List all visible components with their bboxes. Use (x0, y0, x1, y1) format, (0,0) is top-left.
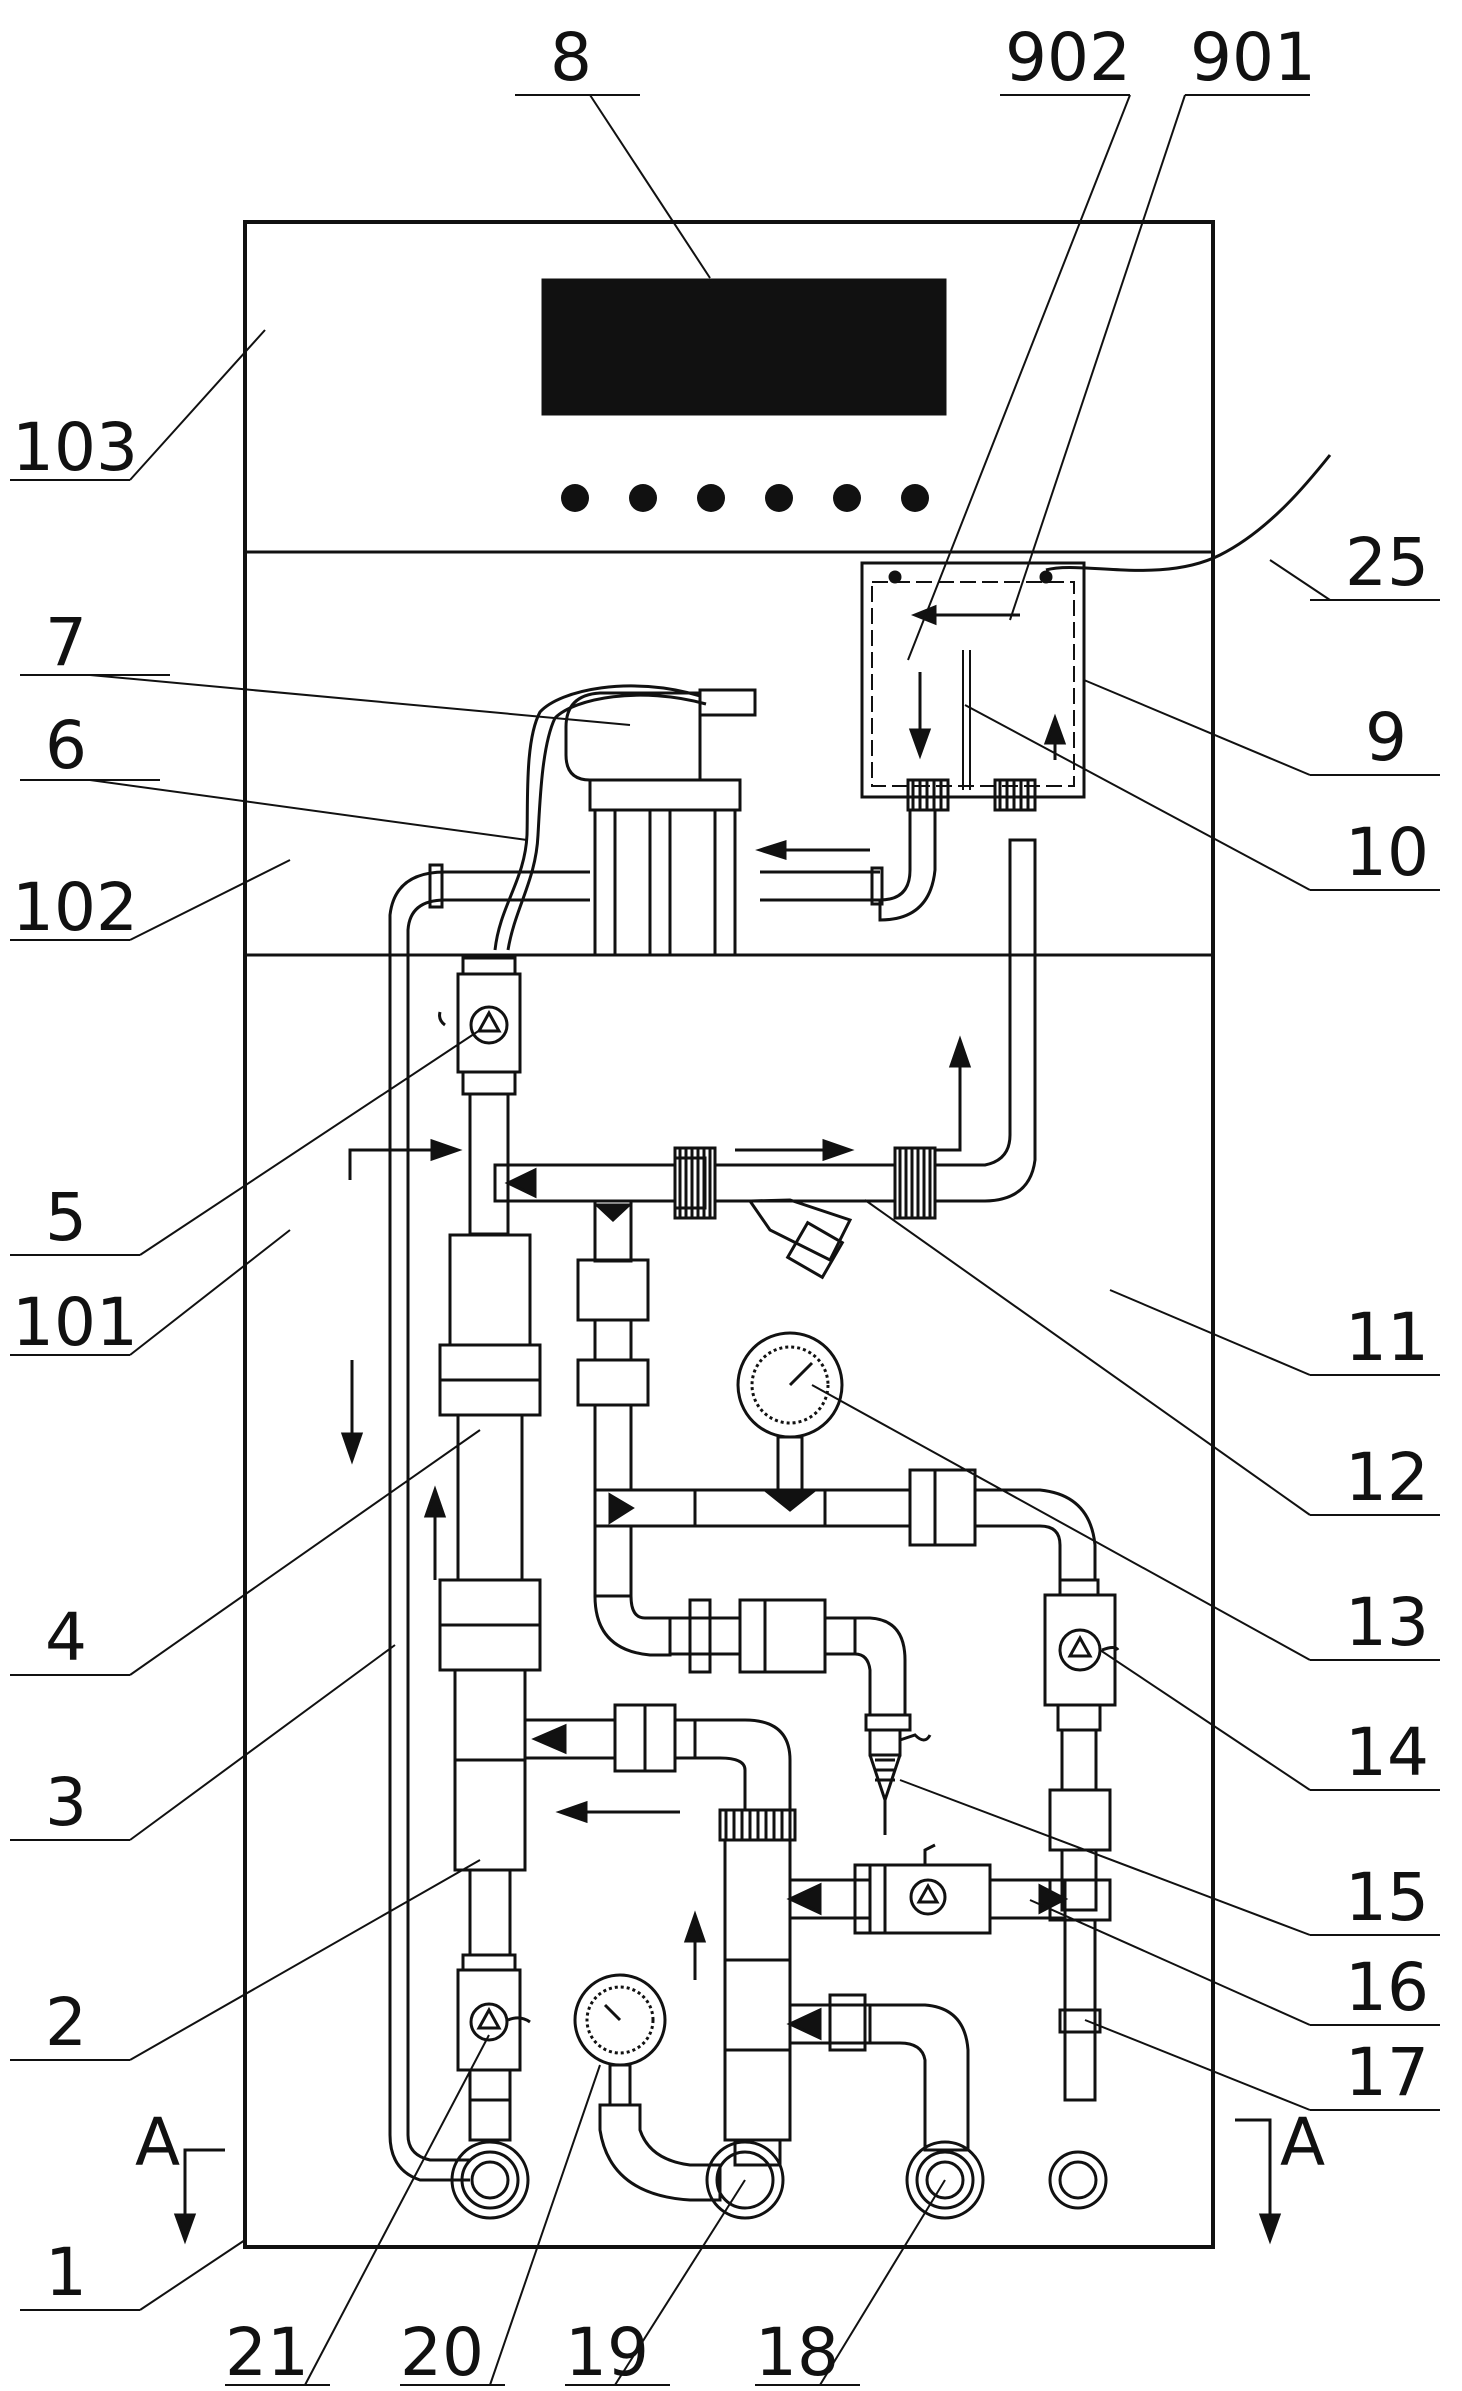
pipe-to-outlet-18 (786, 1993, 970, 2152)
label-5: 5 (45, 1179, 87, 1256)
label-3: 3 (45, 1764, 87, 1841)
gauge-13 (693, 1331, 844, 1528)
label-6: 6 (45, 707, 87, 784)
label-9: 9 (1365, 699, 1407, 776)
pipe-to-valve-17 (786, 1843, 1069, 1935)
label-2: 2 (45, 1984, 87, 2061)
cable-25 (1045, 454, 1332, 572)
gauge-20 (573, 1973, 722, 2202)
label-19: 19 (565, 2314, 649, 2391)
pump (564, 688, 757, 957)
label-15: 15 (1345, 1859, 1429, 1936)
label-8: 8 (550, 19, 592, 96)
labels: 8 902 901 103 25 7 6 9 10 102 5 101 11 1… (12, 19, 1429, 2391)
control-buttons (561, 484, 929, 512)
label-14: 14 (1345, 1714, 1429, 1791)
cable-6 (493, 684, 701, 951)
display-panel (541, 278, 947, 512)
pipe-3 (388, 863, 470, 2182)
leader-lines (10, 94, 1440, 2386)
pipe-drain-loop (668, 1598, 912, 1732)
label-16: 16 (1345, 1949, 1429, 2026)
section-letter-left: A (135, 2104, 180, 2181)
valve-5 (438, 956, 522, 1096)
section-marker-right (1235, 2118, 1282, 2245)
main-column (438, 1092, 542, 1957)
label-101: 101 (12, 1284, 138, 1361)
label-902: 902 (1005, 19, 1131, 96)
label-11: 11 (1345, 1299, 1429, 1376)
cable-6b (506, 693, 707, 951)
label-17: 17 (1345, 2034, 1429, 2111)
label-4: 4 (45, 1599, 87, 1676)
branch-vertical (576, 1199, 697, 1657)
label-12: 12 (1345, 1439, 1429, 1516)
section-marker-left (173, 2148, 225, 2245)
label-1: 1 (45, 2234, 87, 2311)
inlet-column-19 (718, 1808, 797, 2167)
flow-arrows (340, 1035, 972, 1980)
pipe-middle-horizontal (523, 1703, 792, 1812)
label-103: 103 (12, 409, 138, 486)
upper-manifold (493, 838, 1037, 1280)
pipe-tank-to-pump (445, 810, 937, 922)
label-20: 20 (400, 2314, 484, 2391)
tank-box (860, 561, 1086, 812)
label-18: 18 (755, 2314, 839, 2391)
label-21: 21 (225, 2314, 309, 2391)
cabinet (243, 220, 1215, 2249)
label-7: 7 (45, 604, 87, 681)
section-letter-right: A (1280, 2104, 1325, 2181)
valve-21 (456, 1953, 531, 2142)
outlet-ports (450, 2140, 1108, 2220)
pipe-right-loop (823, 1468, 1097, 1582)
label-102: 102 (12, 869, 138, 946)
label-10: 10 (1345, 814, 1429, 891)
label-25: 25 (1345, 524, 1429, 601)
drain-valve-16 (868, 1728, 932, 1835)
label-901: 901 (1190, 19, 1316, 96)
label-13: 13 (1345, 1584, 1429, 1661)
valve-14 (1043, 1578, 1120, 2102)
